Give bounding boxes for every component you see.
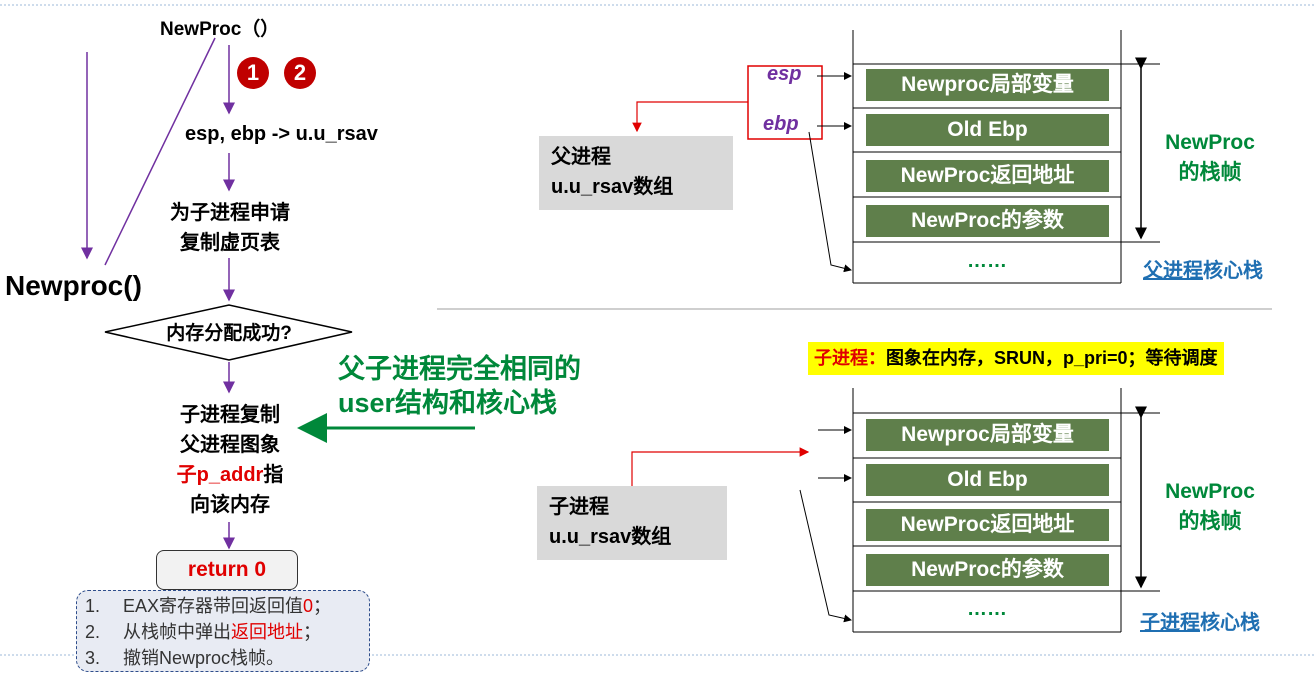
step-badge-2: 2 [284,57,316,89]
parent-stack-params: NewProc的参数 [866,205,1109,237]
newproc-side-label: Newproc() [5,270,142,301]
child-kernel-stack-label: 子进程核心栈 [1140,606,1260,635]
note-red-2: 返回地址 [231,622,303,642]
note-num-1: 1. [85,596,101,616]
parent-stack-ellipsis: …… [967,250,1007,272]
child-stack-old-ebp: Old Ebp [866,464,1109,496]
parent-stack-local-vars: Newproc局部变量 [866,69,1109,101]
step-badge-1: 1 [237,57,269,89]
return-zero-box: return 0 [156,550,298,590]
callout-line2: user结构和核心栈 [338,388,558,418]
note-text-3: 撤销Newproc栈帧。 [123,648,285,668]
step-copy-line2: 父进程图象 [180,434,280,456]
parent-stack-suffix: 核心栈 [1203,260,1263,282]
child-frame-line2: 的栈帧 [1178,510,1242,533]
note-item-1: 1. EAX寄存器带回返回值0； [85,593,361,619]
child-status-prefix: 子进程： [814,348,886,368]
child-stack-return-address: NewProc返回地址 [866,509,1109,541]
step-alloc-line1: 为子进程申请 [170,202,290,224]
step-copy-line3: 子p_addr指 [130,460,330,490]
flow-title: NewProc（） [160,19,280,40]
note-text-1: EAX寄存器带回返回值 [123,596,304,616]
parent-frame-line2: 的栈帧 [1178,161,1242,184]
child-rsav-line2: u.u_rsav数组 [549,526,672,548]
parent-frame-line1: NewProc [1165,131,1255,154]
child-stack-local-vars: Newproc局部变量 [866,419,1109,451]
child-status-text: 图象在内存，SRUN，p_pri=0；等待调度 [886,348,1218,368]
parent-stack-old-ebp: Old Ebp [866,114,1109,146]
note-post-2: ； [303,622,321,642]
step-copy-line1: 子进程复制 [180,404,280,426]
return-notes: 1.EAX寄存器带回返回值0； 2.从栈帧中弹出返回地址； 3.撤销Newpro… [76,590,370,672]
callout-identical-user-structure: 父子进程完全相同的 user结构和核心栈 [338,352,581,420]
child-stack-params: NewProc的参数 [866,554,1109,586]
note-num-3: 3. [85,648,101,668]
parent-rsav-box: 父进程 u.u_rsav数组 [539,136,733,210]
decision-memory-allocated: 内存分配成功? [166,323,292,344]
step-save-registers: esp, ebp -> u.u_rsav [185,123,378,145]
child-stack-ellipsis: …… [967,598,1007,620]
child-stack-link: 子进程 [1140,612,1200,634]
child-paddr-text: 子p_addr [176,464,264,486]
note-num-2: 2. [85,622,101,642]
note-item-3: 3. 撤销Newproc栈帧。 [85,645,361,671]
step-copy-line3-rest: 指 [263,464,284,486]
child-frame-line1: NewProc [1165,480,1255,503]
note-red-1: 0 [303,596,314,616]
parent-stack-link: 父进程 [1143,260,1203,282]
note-item-2: 2. 从栈帧中弹出返回地址； [85,619,361,645]
child-frame-label: NewProc 的栈帧 [1150,477,1270,537]
parent-rsav-line1: 父进程 [551,146,611,168]
step-copy-image: 子进程复制 父进程图象 子p_addr指 向该内存 [130,400,330,520]
parent-rsav-line2: u.u_rsav数组 [551,176,674,198]
child-stack-suffix: 核心栈 [1200,612,1260,634]
child-rsav-box: 子进程 u.u_rsav数组 [537,486,727,560]
parent-frame-label: NewProc 的栈帧 [1150,128,1270,188]
step-alloc-page-table: 为子进程申请 复制虚页表 [130,198,330,258]
step-alloc-line2: 复制虚页表 [180,232,280,254]
parent-stack-return-address: NewProc返回地址 [866,160,1109,192]
callout-line1: 父子进程完全相同的 [338,354,581,384]
note-text-2: 从栈帧中弹出 [123,622,231,642]
step-copy-line4: 向该内存 [190,494,270,516]
parent-kernel-stack-label: 父进程核心栈 [1143,254,1263,283]
ebp-register-label: ebp [763,113,799,135]
esp-register-label: esp [767,63,802,85]
child-status-banner: 子进程：图象在内存，SRUN，p_pri=0；等待调度 [808,342,1224,375]
note-post-1: ； [313,596,332,616]
child-rsav-line1: 子进程 [549,496,609,518]
